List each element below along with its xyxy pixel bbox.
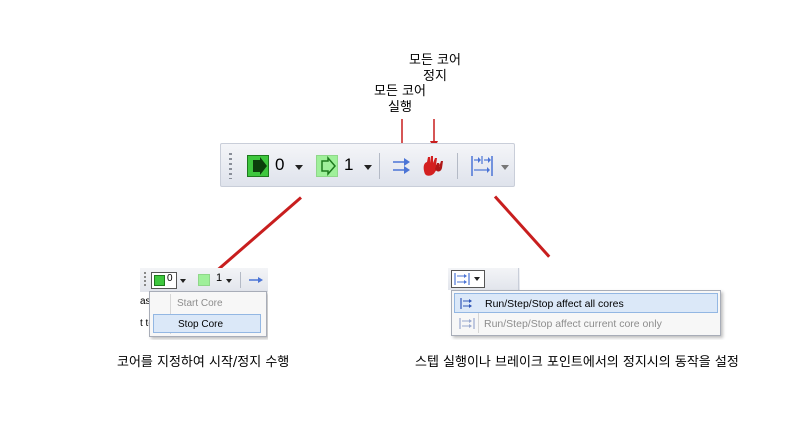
chevron-down-icon[interactable]: [180, 279, 186, 283]
run-all-cores-icon[interactable]: [391, 156, 413, 176]
stop-all-cores-icon[interactable]: [421, 154, 447, 178]
menu-gutter: [478, 293, 479, 333]
partial-background-text: ass: [140, 296, 156, 307]
connector-line-right: [493, 195, 551, 258]
run-all-callout-line1: 모든 코어: [374, 84, 426, 99]
mini-core-selected: 0: [167, 273, 173, 284]
run-core-icon: [154, 275, 165, 286]
stop-all-callout: 모든 코어 정지: [403, 53, 467, 85]
toolbar-separator: [379, 153, 380, 179]
affect-all-cores-label: Run/Step/Stop affect all cores: [485, 298, 624, 310]
core-context-menu: Start Core Stop Core: [149, 291, 267, 337]
stop-all-callout-line2: 정지: [423, 69, 447, 84]
mini-core-other: 1: [216, 272, 223, 284]
chevron-down-icon[interactable]: [364, 165, 372, 170]
core-mode-icon: [454, 273, 470, 285]
run-all-callout: 모든 코어 실행: [368, 84, 432, 116]
core-menu-inset: 0 1 ass t to Start Core Stop Core: [140, 268, 268, 340]
affect-all-cores-icon: [460, 298, 472, 309]
stop-all-callout-line1: 모든 코어: [409, 53, 461, 68]
toolbar-grip[interactable]: [229, 153, 232, 179]
start-core-menu-item[interactable]: Start Core: [177, 298, 223, 309]
core-mode-dropdown[interactable]: [451, 270, 485, 288]
mode-menu-inset: Run/Step/Stop affect all cores Run/Step/…: [448, 268, 728, 340]
current-core-icon[interactable]: [198, 274, 210, 286]
chevron-down-icon[interactable]: [295, 165, 303, 170]
current-core-icon[interactable]: [316, 155, 338, 177]
chevron-down-icon: [474, 277, 480, 281]
toolbar-grip: [144, 272, 146, 288]
affect-current-core-menu-item[interactable]: Run/Step/Stop affect current core only: [454, 314, 718, 334]
toolbar-edge: [518, 268, 519, 290]
core-mode-icon[interactable]: [469, 154, 495, 178]
run-all-callout-line2: 실행: [388, 100, 412, 115]
toolbar-separator: [240, 272, 241, 288]
run-core-icon[interactable]: [247, 155, 269, 177]
stop-core-menu-item[interactable]: Stop Core: [153, 314, 261, 333]
toolbar-separator: [457, 153, 458, 179]
chevron-down-icon[interactable]: [226, 279, 232, 283]
right-caption: 스텝 실행이나 브레이크 포인트에서의 정지시의 동작을 설정: [415, 355, 739, 370]
affect-current-core-icon: [459, 318, 475, 329]
multicore-toolbar: 0 1: [220, 143, 515, 187]
affect-current-core-label: Run/Step/Stop affect current core only: [484, 318, 662, 330]
mini-core-selector[interactable]: 0: [151, 272, 177, 289]
chevron-down-icon[interactable]: [501, 165, 509, 170]
core-selector-other-value[interactable]: 1: [344, 155, 354, 174]
run-all-cores-icon: [249, 277, 263, 283]
core-selector-value[interactable]: 0: [275, 155, 285, 174]
partial-background-text: t to: [140, 318, 154, 329]
core-mode-menu: Run/Step/Stop affect all cores Run/Step/…: [451, 290, 721, 336]
left-caption: 코어를 지정하여 시작/정지 수행: [117, 355, 290, 370]
affect-all-cores-menu-item[interactable]: Run/Step/Stop affect all cores: [454, 293, 718, 313]
mini-toolbar: 0 1: [140, 268, 268, 292]
